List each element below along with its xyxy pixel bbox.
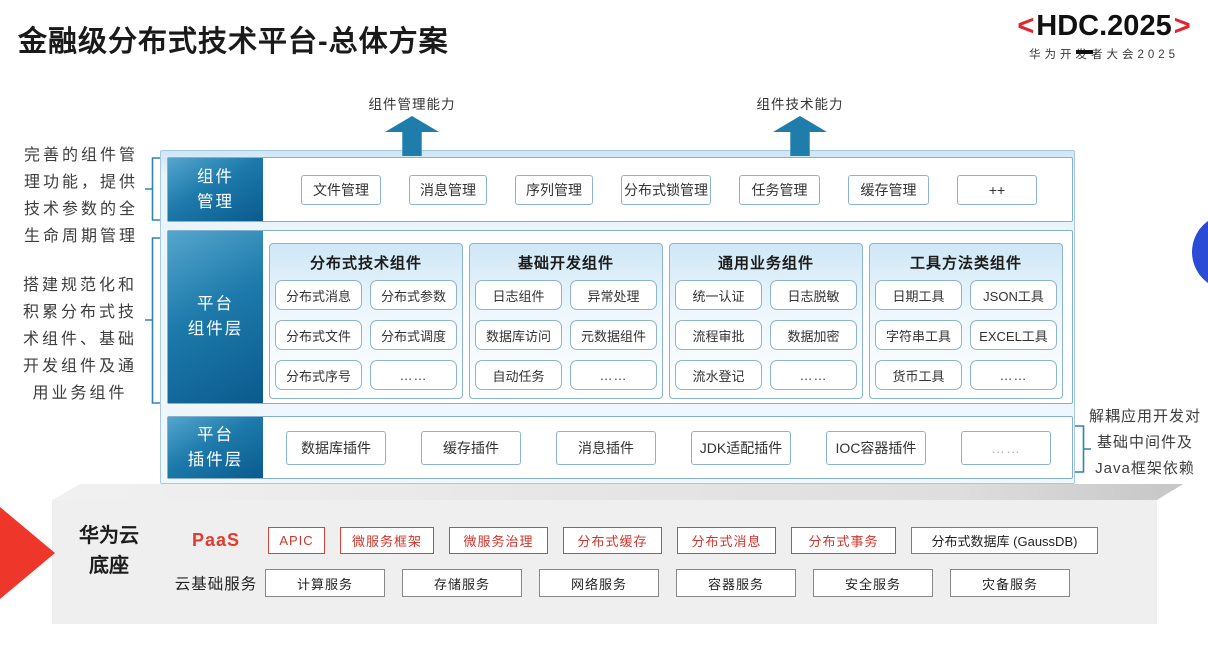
row-platform-plugins: 平台 插件层 数据库插件 缓存插件 消息插件 JDK适配插件 IOC容器插件 ……: [167, 416, 1073, 479]
group-item-more: ……: [970, 360, 1057, 390]
paas-item: 分布式缓存: [563, 527, 662, 554]
plugin-item: 消息插件: [556, 430, 656, 465]
bracket-connector-icon: [145, 237, 162, 404]
mgmt-item: 序列管理: [515, 174, 593, 205]
bracket-connector-icon: [1074, 425, 1091, 473]
cloud-item: 存储服务: [402, 569, 522, 597]
paas-item-gaussdb: 分布式数据库 (GaussDB): [911, 527, 1098, 554]
foundation-slab-top-face: [52, 484, 1183, 500]
cloud-item: 安全服务: [813, 569, 933, 597]
group-item: 分布式消息: [275, 280, 362, 310]
row-component-management: 组件 管理 文件管理 消息管理 序列管理 分布式锁管理 任务管理 缓存管理 ++: [167, 157, 1073, 222]
plugin-item: IOC容器插件: [826, 430, 926, 465]
group-distributed-tech: 分布式技术组件 分布式消息 分布式参数 分布式文件 分布式调度 分布式序号 ……: [269, 243, 463, 399]
group-item-more: ……: [570, 360, 657, 390]
logo-right-bracket-icon: >: [1173, 10, 1191, 42]
hdc-logo-line: < HDC.2025 >: [1002, 10, 1206, 43]
logo-underline: [1076, 50, 1093, 54]
group-item: JSON工具: [970, 280, 1057, 310]
group-item: 日志脱敏: [770, 280, 857, 310]
mgmt-item: 缓存管理: [848, 174, 929, 205]
foundation-label: 华为云 底座: [79, 525, 139, 577]
group-tool-methods: 工具方法类组件 日期工具 JSON工具 字符串工具 EXCEL工具 货币工具 ……: [869, 243, 1063, 399]
row-label-component-management: 组件 管理: [168, 158, 263, 221]
group-item: 字符串工具: [875, 320, 962, 350]
group-item: 异常处理: [570, 280, 657, 310]
plugin-item-more: ……: [961, 430, 1051, 465]
logo-left-bracket-icon: <: [1017, 10, 1035, 42]
capability-label-technical: 组件技术能力: [756, 97, 844, 112]
group-item: 流程审批: [675, 320, 762, 350]
group-item: 日期工具: [875, 280, 962, 310]
row-items: 数据库插件 缓存插件 消息插件 JDK适配插件 IOC容器插件 ……: [263, 417, 1051, 478]
cloud-item: 灾备服务: [950, 569, 1070, 597]
group-item-more: ……: [370, 360, 457, 390]
row-label-platform-plugins: 平台 插件层: [168, 417, 263, 478]
note-decoupling: 解耦应用开发对 基础中间件及 Java框架依赖: [1088, 408, 1201, 477]
mgmt-item: 分布式锁管理: [621, 174, 711, 205]
mgmt-item: 任务管理: [739, 174, 820, 205]
note-component-management: 完善的组件管 理功能，提供 技术参数的全 生命周期管理: [23, 147, 138, 245]
group-item: 分布式调度: [370, 320, 457, 350]
group-item: EXCEL工具: [970, 320, 1057, 350]
group-item: 元数据组件: [570, 320, 657, 350]
paas-item: 分布式事务: [791, 527, 896, 554]
bracket-connector-icon: [145, 157, 162, 221]
group-item: 统一认证: [675, 280, 762, 310]
page-title: 金融级分布式技术平台-总体方案: [18, 26, 449, 58]
cloud-item: 容器服务: [676, 569, 796, 597]
cloud-service-items: 计算服务 存储服务 网络服务 容器服务 安全服务 灾备服务: [265, 569, 1070, 597]
foundation-slab: [52, 500, 1157, 624]
group-item: 自动任务: [475, 360, 562, 390]
paas-item: 分布式消息: [677, 527, 776, 554]
hdc-logo-subtitle: 华为开发者大会2025: [1028, 49, 1180, 61]
component-groups: 分布式技术组件 分布式消息 分布式参数 分布式文件 分布式调度 分布式序号 ………: [263, 231, 1063, 403]
row-label-platform-components: 平台 组件层: [168, 231, 263, 403]
group-common-business: 通用业务组件 统一认证 日志脱敏 流程审批 数据加密 流水登记 ……: [669, 243, 863, 399]
group-item: 分布式文件: [275, 320, 362, 350]
hdc-logo: < HDC.2025 > 华为开发者大会2025: [1002, 10, 1206, 62]
capability-label-management: 组件管理能力: [368, 97, 456, 112]
plugin-item: 缓存插件: [421, 430, 521, 465]
decorative-circle: [1192, 214, 1208, 290]
mgmt-item: 消息管理: [409, 174, 487, 205]
group-basic-dev: 基础开发组件 日志组件 异常处理 数据库访问 元数据组件 自动任务 ……: [469, 243, 663, 399]
note-component-accumulation: 搭建规范化和 积累分布式技 术组件、基础 开发组件及通 用业务组件: [22, 277, 137, 402]
row-platform-components: 平台 组件层 分布式技术组件 分布式消息 分布式参数 分布式文件 分布式调度 分…: [167, 230, 1073, 404]
platform-container: 组件 管理 文件管理 消息管理 序列管理 分布式锁管理 任务管理 缓存管理 ++…: [160, 150, 1075, 484]
paas-item: 微服务治理: [449, 527, 548, 554]
cloud-item: 网络服务: [539, 569, 659, 597]
group-item: 分布式参数: [370, 280, 457, 310]
group-item: 日志组件: [475, 280, 562, 310]
paas-item: 微服务框架: [340, 527, 434, 554]
mgmt-item-plus: ++: [957, 174, 1037, 205]
paas-item: APIC: [268, 527, 325, 554]
group-item: 数据库访问: [475, 320, 562, 350]
group-item: 数据加密: [770, 320, 857, 350]
logo-text: HDC.2025: [1036, 10, 1172, 42]
group-item: 分布式序号: [275, 360, 362, 390]
cloud-services-label: 云基础服务: [174, 576, 258, 593]
group-item: 流水登记: [675, 360, 762, 390]
cloud-item: 计算服务: [265, 569, 385, 597]
red-arrow-icon: [0, 507, 55, 599]
plugin-item: JDK适配插件: [691, 430, 791, 465]
mgmt-item: 文件管理: [301, 174, 381, 205]
group-item-more: ……: [770, 360, 857, 390]
paas-items: APIC 微服务框架 微服务治理 分布式缓存 分布式消息 分布式事务 分布式数据…: [268, 527, 1098, 554]
plugin-item: 数据库插件: [286, 430, 386, 465]
paas-label: PaaS: [191, 530, 241, 550]
row-items: 文件管理 消息管理 序列管理 分布式锁管理 任务管理 缓存管理 ++: [263, 158, 1037, 221]
group-item: 货币工具: [875, 360, 962, 390]
